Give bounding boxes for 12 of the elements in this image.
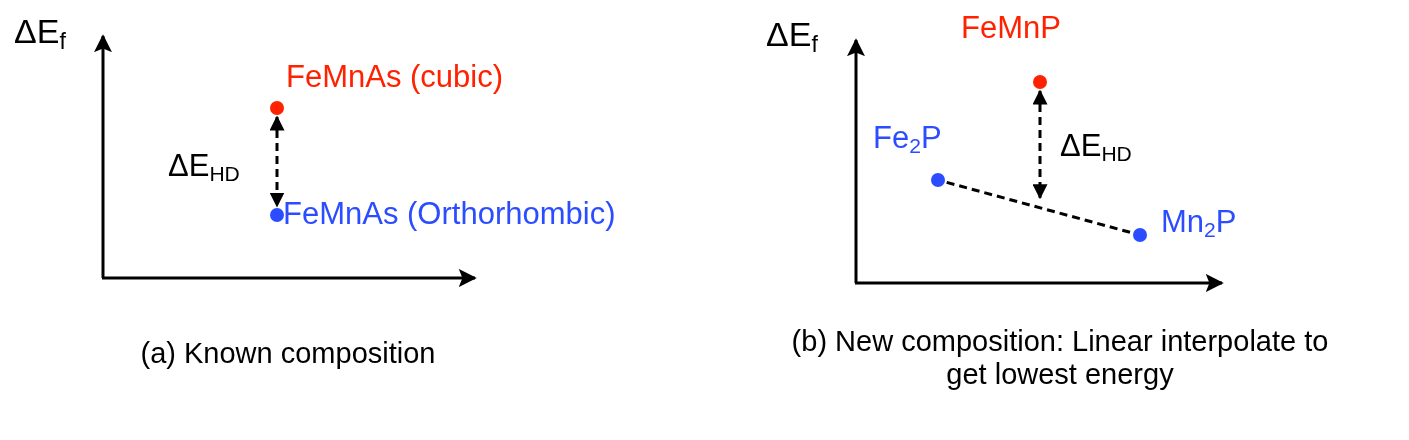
panel-caption: (b) New composition: Linear interpolate to get lowest energy xyxy=(790,325,1330,392)
double-arrow xyxy=(269,115,285,208)
point-label: FeMnAs (cubic) xyxy=(286,59,504,95)
axis-label: ΔE$_{f}$ xyxy=(766,15,818,58)
point-label: Fe$_{2}$P xyxy=(873,120,942,159)
double-arrow xyxy=(1032,89,1048,200)
point-label: Mn$_{2}$P xyxy=(1161,204,1237,243)
axis-label: ΔE$_{f}$ xyxy=(14,12,66,55)
interpolation-line xyxy=(946,180,1132,235)
point-label: FeMnP xyxy=(961,10,1061,46)
point-label: FeMnAs (Orthorhombic) xyxy=(283,196,616,232)
panel-caption: (a) Known composition xyxy=(139,337,437,371)
